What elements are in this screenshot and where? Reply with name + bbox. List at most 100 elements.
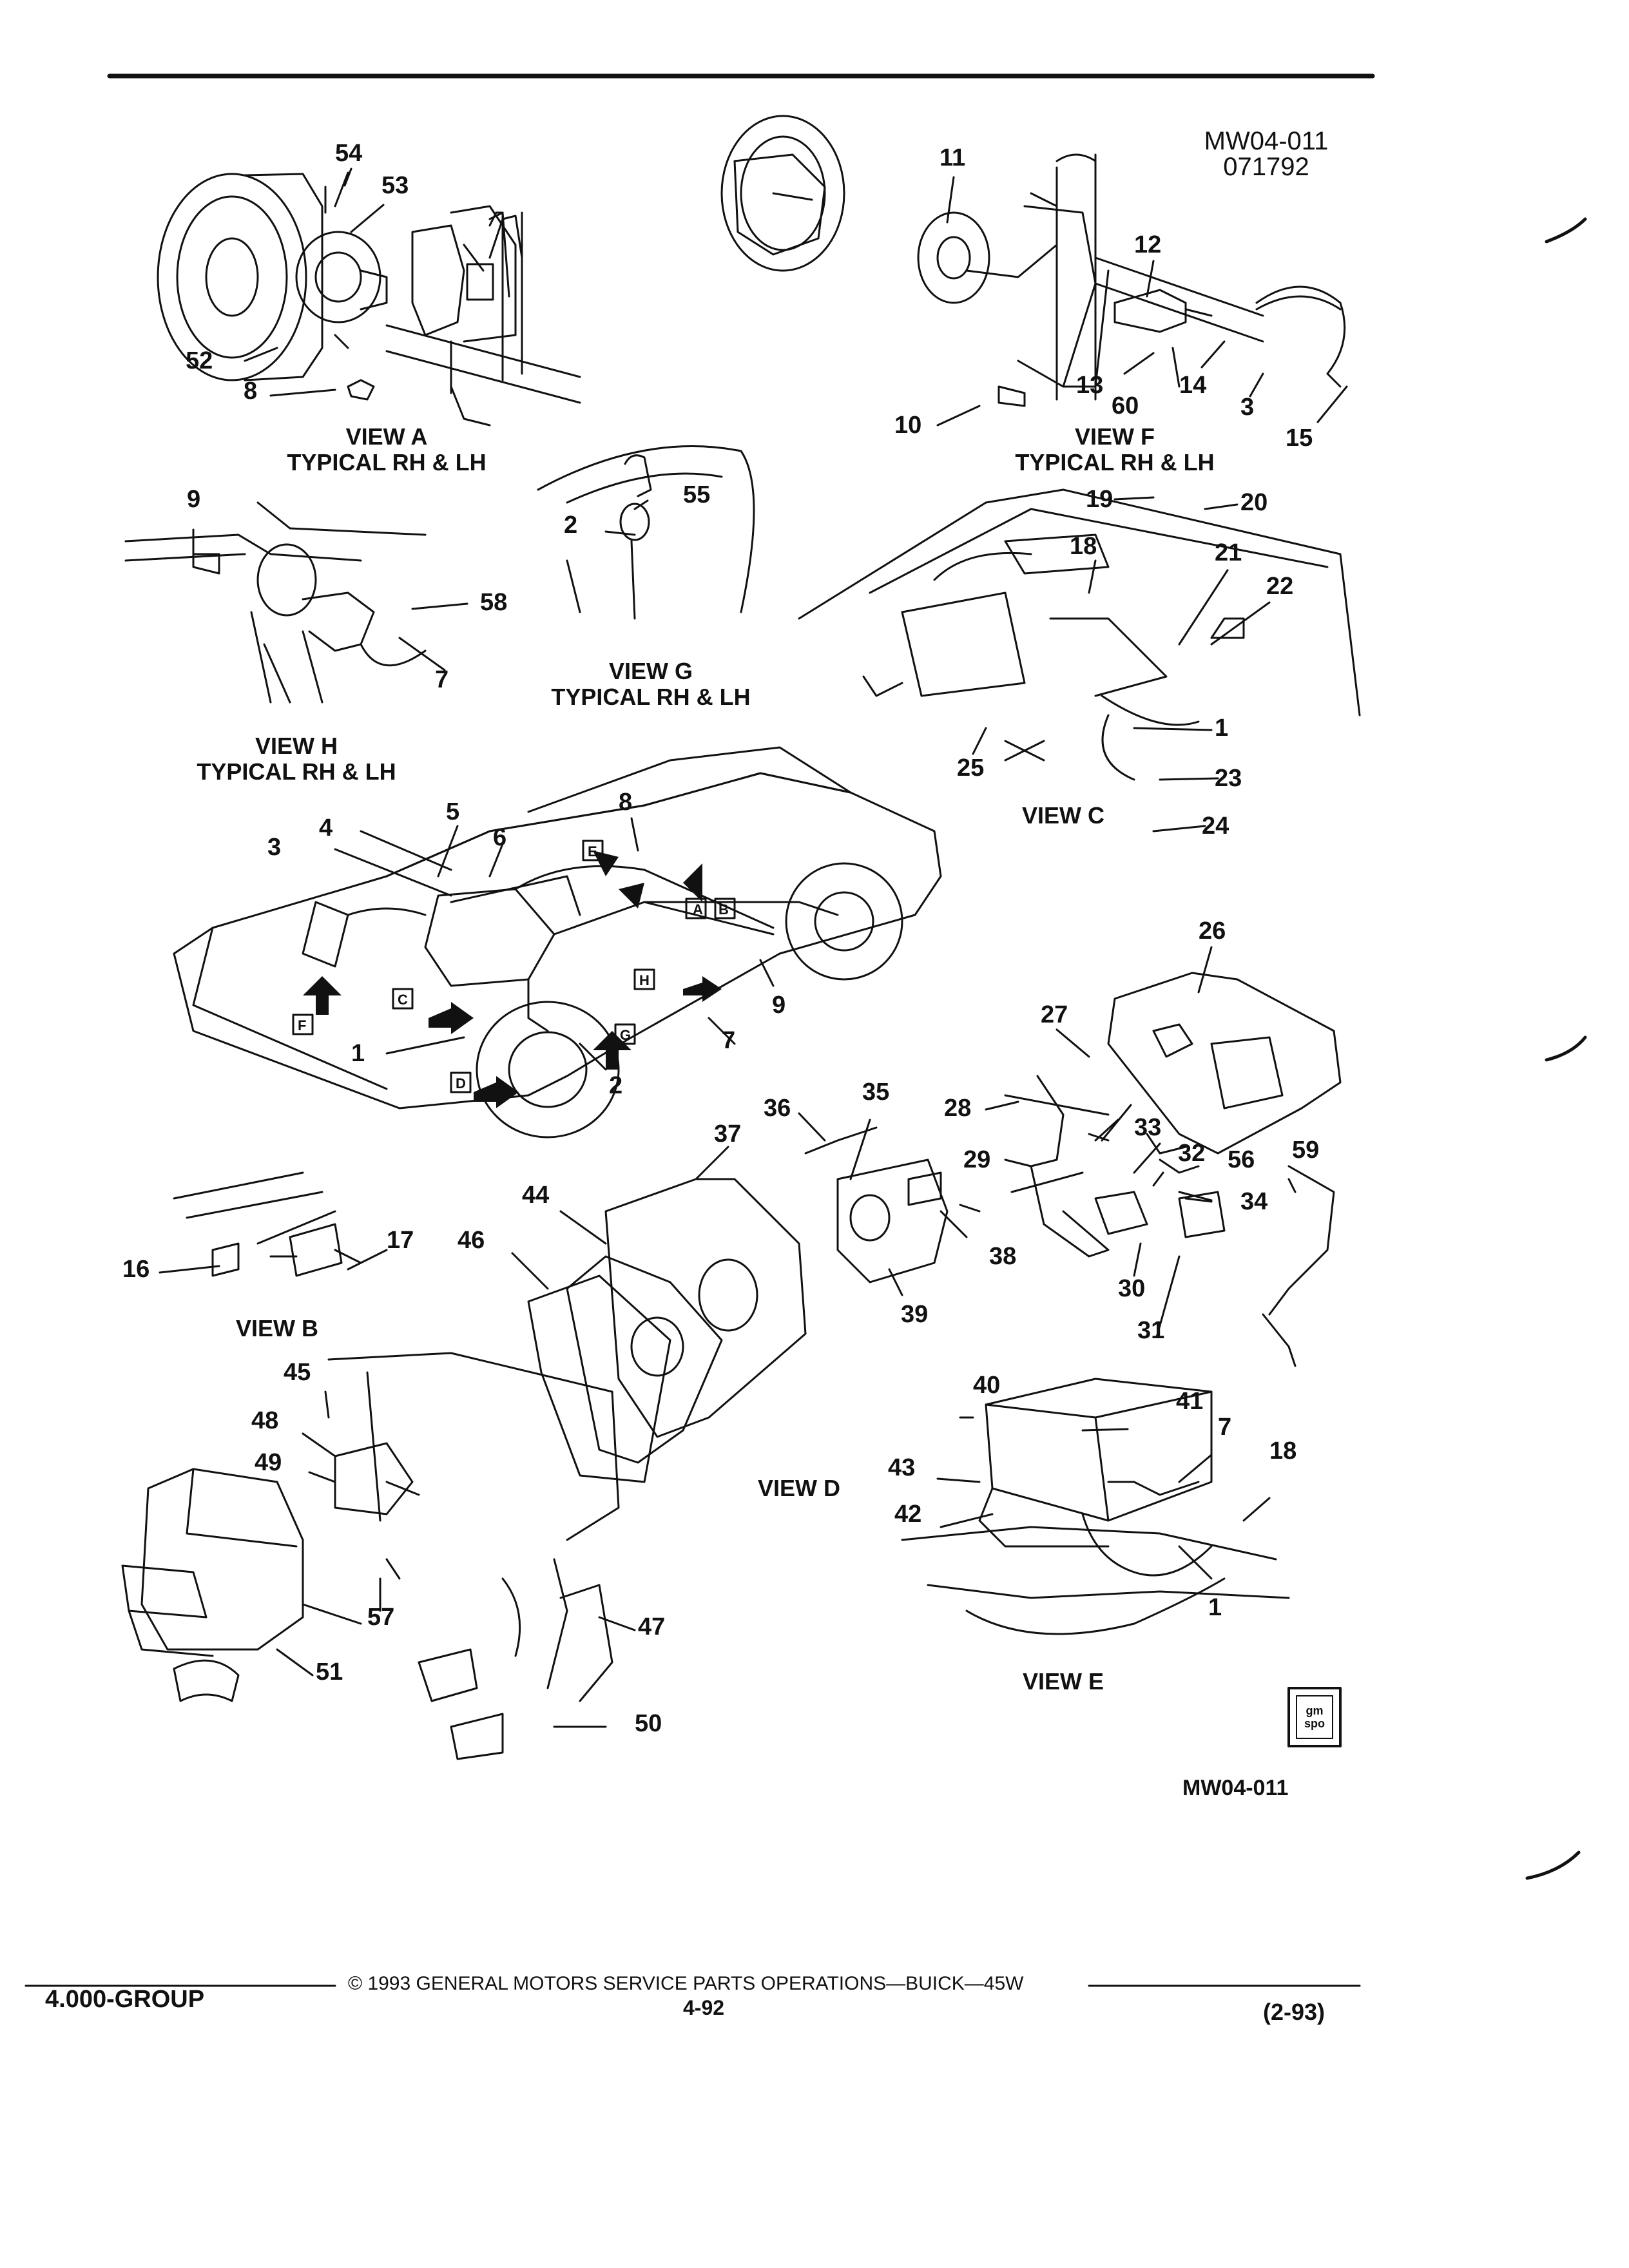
view-b-artwork (173, 1171, 362, 1277)
view-arrow-label: A (693, 901, 703, 918)
margin-mark-2 (1545, 1035, 1587, 1062)
callout-51: 51 (316, 1658, 343, 1686)
callout-30: 30 (1118, 1275, 1146, 1302)
main-car-artwork (173, 746, 942, 1139)
view-b-title: VIEW B (235, 1315, 318, 1341)
callout-9: 9 (772, 992, 786, 1019)
footer-copyright: © 1993 GENERAL MOTORS SERVICE PARTS OPER… (348, 1973, 1024, 1994)
callout-50: 50 (635, 1710, 662, 1737)
callout-2: 2 (609, 1072, 623, 1099)
callout-58: 58 (480, 589, 508, 616)
view-e-artwork (901, 1378, 1290, 1635)
margin-mark-3 (1525, 1850, 1581, 1880)
callout-47: 47 (638, 1613, 666, 1640)
callout-38: 38 (989, 1243, 1017, 1270)
gm-spo-logo-box (1287, 1687, 1342, 1747)
callout-41: 41 (1176, 1388, 1204, 1415)
callout-29: 29 (963, 1146, 991, 1173)
callout-54: 54 (335, 140, 363, 167)
callout-36: 36 (764, 1095, 791, 1122)
callout-14: 14 (1179, 372, 1207, 399)
callout-2: 2 (564, 512, 578, 539)
view-h-artwork (124, 501, 427, 704)
callout-8: 8 (244, 378, 258, 405)
view-arrow-label: D (456, 1075, 466, 1091)
callout-23: 23 (1215, 765, 1242, 792)
callout-33: 33 (1134, 1114, 1162, 1141)
callout-52: 52 (186, 347, 213, 374)
leader-lines (159, 171, 1348, 1728)
figure-date: 071792 (1223, 153, 1309, 181)
callout-59: 59 (1292, 1137, 1320, 1164)
view-f-artwork (720, 115, 1346, 407)
view-g-title: VIEW G (608, 658, 693, 684)
callout-32: 32 (1178, 1140, 1206, 1167)
callout-1: 1 (1208, 1594, 1222, 1621)
pedal-bracket-artwork (1004, 972, 1342, 1367)
callout-15: 15 (1286, 425, 1313, 452)
callout-39: 39 (901, 1301, 929, 1328)
view-arrow-label: F (298, 1017, 307, 1033)
callout-11: 11 (940, 144, 966, 171)
footer-revision: (2-93) (1263, 1999, 1325, 2025)
callout-24: 24 (1202, 812, 1229, 840)
callout-56: 56 (1228, 1146, 1255, 1173)
callout-19: 19 (1086, 486, 1113, 513)
callout-6: 6 (493, 824, 507, 851)
callout-25: 25 (957, 754, 985, 782)
view-f-title: VIEW F (1075, 423, 1155, 450)
view-arrow-label: G (620, 1027, 631, 1043)
view-d-title: VIEW D (757, 1475, 840, 1501)
callout-31: 31 (1137, 1317, 1165, 1344)
callout-9: 9 (187, 486, 201, 513)
callout-48: 48 (251, 1407, 279, 1434)
margin-mark-1 (1545, 217, 1587, 244)
callout-5: 5 (446, 798, 460, 825)
callout-40: 40 (973, 1372, 1001, 1399)
view-a-artwork (157, 168, 581, 427)
view-d-artwork (527, 1126, 981, 1483)
callout-55: 55 (683, 481, 711, 508)
callout-10: 10 (894, 412, 922, 439)
callout-18: 18 (1070, 533, 1097, 560)
callout-49: 49 (255, 1449, 282, 1476)
callout-12: 12 (1134, 231, 1162, 258)
view-a-subtitle: TYPICAL RH & LH (287, 449, 487, 476)
view-h-title: VIEW H (255, 733, 338, 759)
view-arrow-label: C (398, 992, 408, 1008)
callout-57: 57 (367, 1604, 395, 1631)
figure-code: MW04-011 (1204, 127, 1329, 155)
footer-page: 4-92 (683, 1996, 725, 2019)
callout-4: 4 (319, 814, 333, 841)
callout-26: 26 (1199, 918, 1226, 945)
view-arrows-artwork (303, 850, 722, 1108)
figure-number: MW04-011 (1182, 1776, 1289, 1800)
callout-20: 20 (1240, 489, 1268, 516)
callout-42: 42 (894, 1501, 922, 1528)
callout-37: 37 (714, 1120, 742, 1148)
callout-34: 34 (1240, 1188, 1268, 1215)
callout-7: 7 (435, 666, 449, 693)
callout-27: 27 (1041, 1001, 1068, 1028)
callout-22: 22 (1266, 573, 1294, 600)
view-a-title: VIEW A (345, 423, 428, 450)
view-arrow-label: B (718, 901, 729, 918)
view-c-title: VIEW C (1021, 802, 1104, 829)
callout-60: 60 (1112, 392, 1139, 419)
callout-13: 13 (1076, 372, 1104, 399)
callout-8: 8 (619, 789, 633, 816)
callout-7: 7 (722, 1027, 736, 1054)
callout-43: 43 (888, 1454, 916, 1481)
view-g-artwork (537, 445, 755, 620)
view-c-artwork (798, 488, 1361, 781)
callout-3: 3 (267, 834, 282, 861)
view-arrow-label: E (588, 843, 597, 860)
footer-group: 4.000-GROUP (45, 1986, 205, 2013)
gm-spo-logo-text: gm spo (1304, 1704, 1325, 1730)
callout-1: 1 (1215, 715, 1229, 742)
callout-17: 17 (387, 1227, 414, 1254)
callout-53: 53 (381, 172, 409, 199)
view-f-subtitle: TYPICAL RH & LH (1015, 449, 1215, 476)
callout-3: 3 (1240, 394, 1255, 421)
